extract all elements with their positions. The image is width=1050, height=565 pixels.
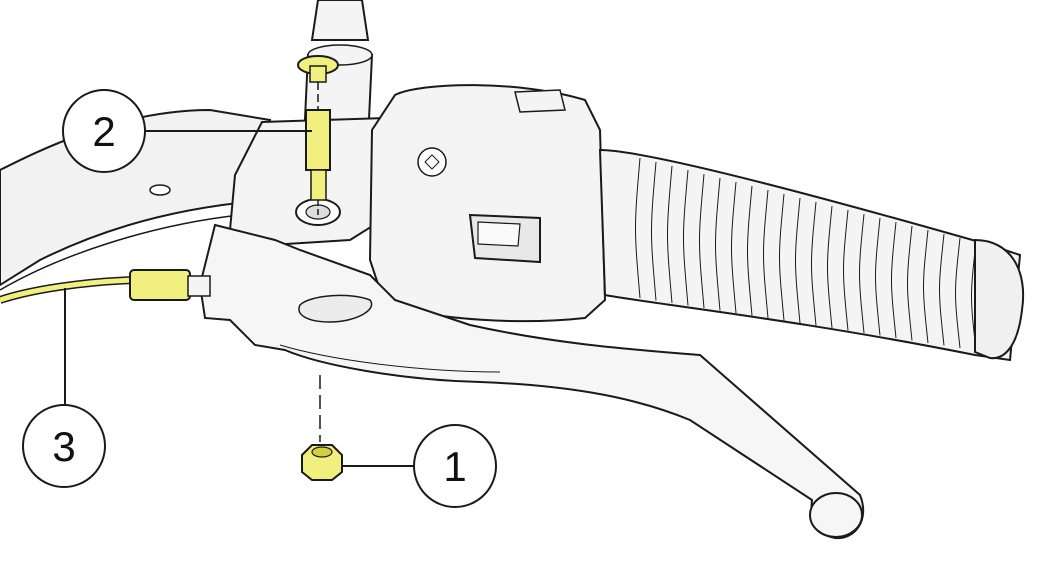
lever-perch [228,116,392,247]
grip-rib [843,209,849,331]
callout-number: 3 [52,423,75,470]
grip-rib [859,213,865,334]
grip-rib [763,189,769,319]
lever-pivot-bolt [297,55,339,215]
grip-rib [747,185,753,316]
grip-rib [795,197,801,324]
grip-rib [635,157,641,299]
callout-number: 1 [443,443,466,490]
grip-rib [731,181,737,314]
grip-rib [923,229,929,344]
grip-rib [875,217,881,336]
grip-rib [779,193,785,321]
callout-3: 3 [22,404,106,488]
grip-rib [907,225,913,341]
callout-leaders [64,130,415,467]
switch-housing [368,84,607,323]
callout-2: 2 [62,89,146,173]
grip-rib [715,177,721,311]
clutch-lever [198,223,865,540]
grip-rib [955,237,961,349]
handlebar-grip [598,148,1025,362]
grip-rib [939,233,945,346]
clutch-cable [0,269,211,304]
grip-rib [827,205,833,329]
callout-1: 1 [413,424,497,508]
lever-nut [301,375,343,481]
grip-rib [651,161,657,301]
grip-rib [699,173,705,309]
grip-rib [667,165,673,304]
grip-rib [891,221,897,339]
callout-number: 2 [92,108,115,155]
grip-rib [811,201,817,326]
grip-rib [683,169,689,306]
